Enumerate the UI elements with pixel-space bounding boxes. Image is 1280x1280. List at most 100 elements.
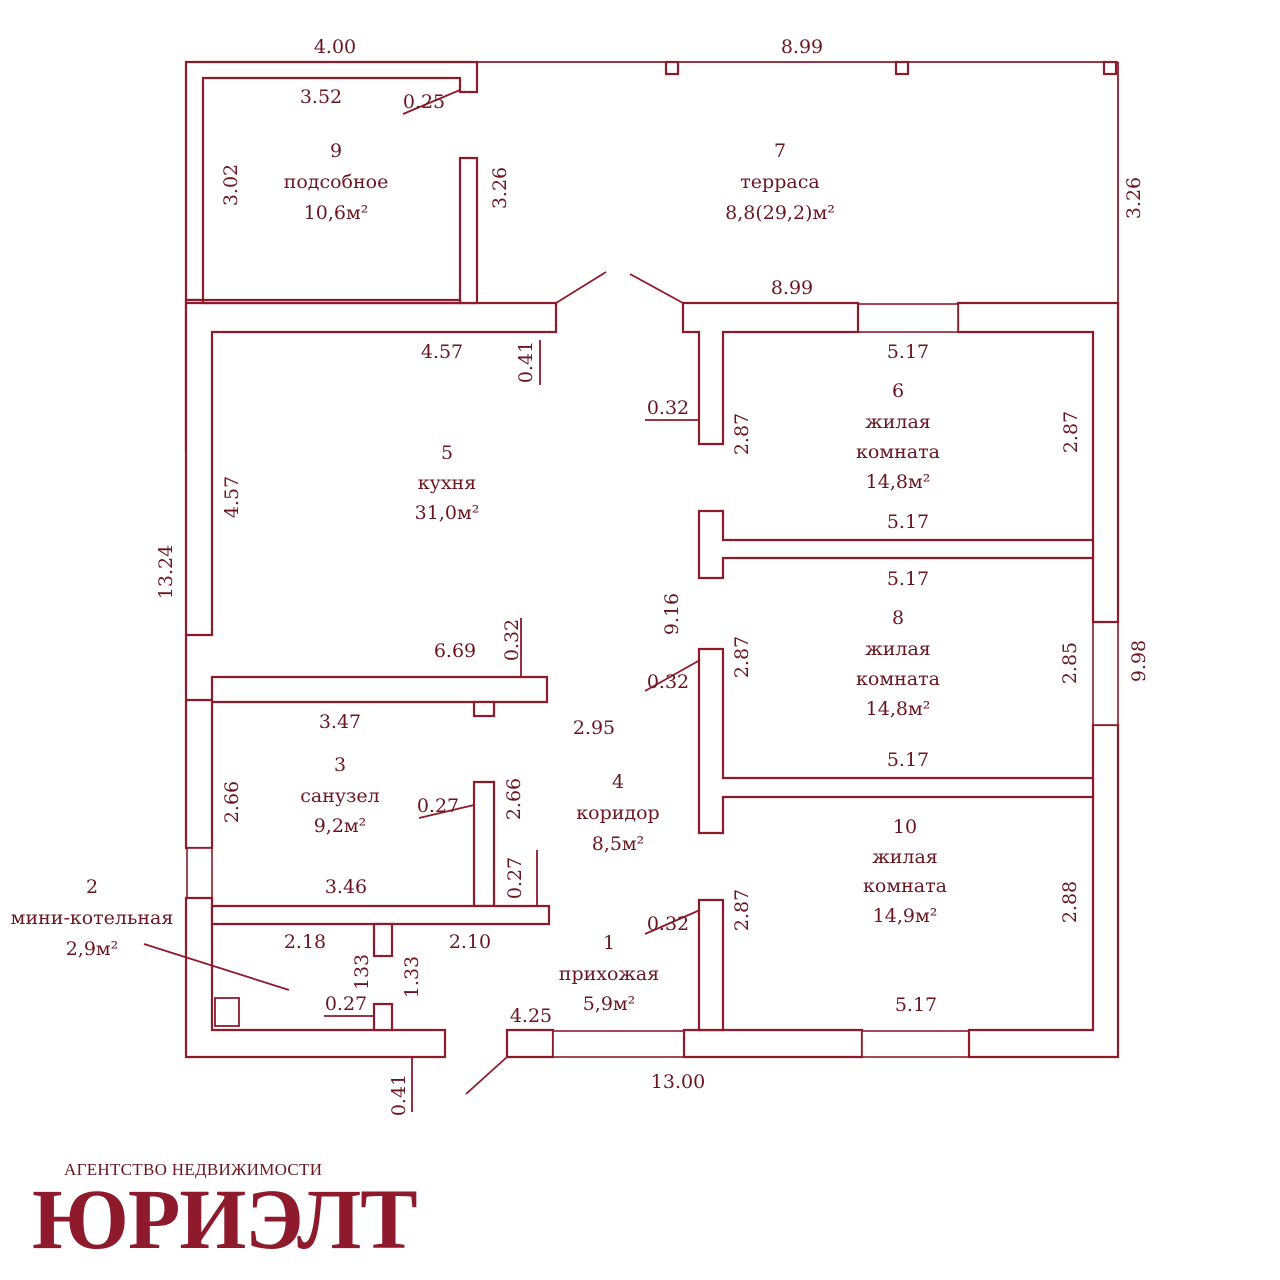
door-swing <box>555 271 607 304</box>
leader <box>644 909 701 935</box>
room10-number: 10 <box>893 816 917 838</box>
dim-corridor-295: 2.95 <box>573 717 615 739</box>
wall-wc-bottom <box>210 904 551 926</box>
window-room8 <box>1092 621 1119 726</box>
wall-stub <box>472 700 496 718</box>
room8-name2: комната <box>856 668 940 690</box>
room4-area: 8,5м² <box>592 833 645 855</box>
wall-room6-8 <box>697 509 1095 580</box>
wall-right <box>956 301 1120 624</box>
dim-door-041-b: 0.41 <box>388 1074 410 1116</box>
dim-boiler-1-33: 1.33 <box>401 956 423 998</box>
room10-name1: жилая <box>872 846 938 868</box>
room9-number: 9 <box>330 140 342 162</box>
dim-room8-top: 5.17 <box>887 568 929 590</box>
dim-room8-left: 2.87 <box>731 636 753 678</box>
dim-wall-032-c: 0.32 <box>647 671 689 693</box>
wall-wc-right <box>472 780 496 908</box>
dim-wall-027-c: 0.27 <box>325 993 367 1015</box>
room7-name: терраса <box>740 171 819 193</box>
room3-area: 9,2м² <box>314 815 367 837</box>
agency-logo: ЮРИЭЛТ <box>32 1171 418 1267</box>
window-wc <box>186 847 213 899</box>
dim-wc-left: 2.66 <box>221 781 243 823</box>
terrace-post <box>664 60 680 76</box>
dim-hall-210: 2.10 <box>449 931 491 953</box>
agency-subtitle: АГЕНТСТВО НЕДВИЖИМОСТИ <box>64 1160 323 1179</box>
dim-boiler-218: 2.18 <box>284 931 326 953</box>
wall-boiler-post <box>372 922 394 958</box>
dim-wall-025: 0.25 <box>403 91 445 113</box>
dim-wc-bottom: 3.46 <box>325 876 367 898</box>
room5-name: кухня <box>418 472 476 494</box>
room8-name1: жилая <box>865 638 931 660</box>
dim-overall-right: 9.98 <box>1128 640 1150 682</box>
room1-area: 5,9м² <box>583 993 636 1015</box>
wall-bottom-end <box>967 723 1120 1059</box>
dim-wall-032-d: 0.32 <box>647 913 689 935</box>
room5-number: 5 <box>441 442 453 464</box>
room7-area: 8,8(29,2)м² <box>725 202 835 224</box>
room5-area: 31,0м² <box>415 502 480 524</box>
dim-room6-right: 2.87 <box>1060 411 1082 453</box>
room8-number: 8 <box>892 607 904 629</box>
window-room6 <box>857 303 959 333</box>
terrace-post <box>1102 60 1118 76</box>
leader <box>418 804 475 819</box>
room6-area: 14,8м² <box>866 471 931 493</box>
dim-room9-width: 3.52 <box>300 86 342 108</box>
dim-wc-right: 2.66 <box>503 778 525 820</box>
wall-room8-10 <box>697 647 1095 835</box>
wall-bottom-mid <box>682 1028 864 1059</box>
room4-name: коридор <box>576 802 659 824</box>
room1-number: 1 <box>603 932 615 954</box>
dim-top-right: 8.99 <box>781 36 823 58</box>
dim-room10-left: 2.87 <box>731 889 753 931</box>
dim-kitchen-left: 4.57 <box>221 476 243 518</box>
leader <box>143 943 290 991</box>
door-swing <box>629 273 684 304</box>
dim-wc-top: 3.47 <box>319 711 361 733</box>
room4-number: 4 <box>612 771 624 793</box>
room10-area: 14,9м² <box>873 905 938 927</box>
room3-number: 3 <box>334 754 346 776</box>
dim-room9-height: 3.02 <box>220 164 242 206</box>
dim-entry-425: 4.25 <box>510 1005 552 1027</box>
wall-bottom-right <box>505 1028 555 1059</box>
leader <box>402 89 461 115</box>
dim-boiler-133: 133 <box>351 954 373 990</box>
wall-kitchen-bottom <box>210 675 549 704</box>
dim-room10-bottom: 5.17 <box>895 994 937 1016</box>
floor-plan: 4.00 8.99 3.52 0.25 3.02 3.26 3.26 8.99 … <box>11 36 1150 1116</box>
dim-door-041: 0.41 <box>515 341 537 383</box>
dim-room6-bottom: 5.17 <box>887 511 929 533</box>
dim-top-left: 4.00 <box>314 36 356 58</box>
leader <box>644 659 701 692</box>
door-swing <box>465 1056 508 1095</box>
room8-area: 14,8м² <box>866 698 931 720</box>
dim-partition-326: 3.26 <box>489 167 511 209</box>
boiler-unit <box>214 997 240 1027</box>
dim-room6-left: 2.87 <box>731 413 753 455</box>
room1-name: прихожая <box>559 963 659 985</box>
room2-number: 2 <box>86 876 98 898</box>
dim-overall-bottom: 13.00 <box>651 1071 705 1093</box>
dim-room6-top: 5.17 <box>887 341 929 363</box>
room6-number: 6 <box>892 380 904 402</box>
dim-kitchen-bottom: 6.69 <box>434 640 476 662</box>
wall-terrace-bottom <box>681 301 860 446</box>
terrace-post <box>894 60 910 76</box>
dim-wall-032-a: 0.32 <box>647 397 689 419</box>
room9-area: 10,6м² <box>304 202 369 224</box>
window-room10 <box>861 1030 970 1058</box>
room10-name2: комната <box>863 875 947 897</box>
dim-kitchen-top: 4.57 <box>421 341 463 363</box>
wall-left-lower <box>184 635 214 850</box>
room2-area: 2,9м² <box>66 938 119 960</box>
wall-left-kitchen <box>184 301 558 637</box>
window-hall <box>552 1030 685 1058</box>
dim-corridor-916: 9.16 <box>661 593 683 635</box>
dim-room8-right: 2.85 <box>1059 642 1081 684</box>
room9-name: подсобное <box>284 171 389 193</box>
wall-room10-left <box>697 898 725 1032</box>
